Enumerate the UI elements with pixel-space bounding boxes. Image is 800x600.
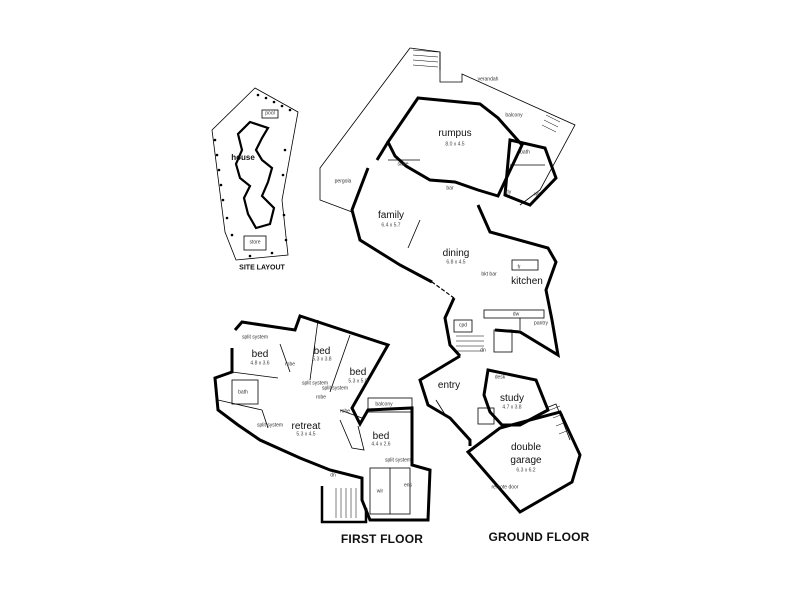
- remote-door-label: remote door: [491, 484, 519, 491]
- site-layout-title: SITE LAYOUT: [239, 264, 285, 272]
- site-store-label: store: [249, 239, 261, 246]
- ground-dn-label: dn: [480, 347, 486, 354]
- wir-label: wir: [376, 488, 384, 495]
- rumpus-dim: 8.0 x 4.5: [445, 141, 465, 148]
- ground-balcony-label: balcony: [505, 112, 523, 119]
- robe-label-3: robe: [339, 408, 351, 415]
- dining-label: dining: [442, 248, 470, 259]
- double-garage-label-2: garage: [510, 455, 542, 466]
- bed-3-dim: 5.3 x 5.0: [348, 378, 368, 385]
- bkt-bar-label: bkt bar: [481, 271, 497, 278]
- fr-label: fr: [517, 264, 521, 271]
- split-system-label-5: split system: [384, 457, 412, 464]
- first-bath-label: bath: [238, 389, 248, 396]
- split-system-label-4: split system: [256, 422, 284, 429]
- first-dn-label: dn: [330, 472, 336, 479]
- ldy-label: ldy: [504, 189, 512, 196]
- first-balcony-label: balcony: [375, 401, 393, 408]
- dining-dim: 6.8 x 4.5: [446, 259, 466, 266]
- kitchen-label: kitchen: [511, 276, 543, 287]
- ground-bath-label: bath: [520, 149, 530, 156]
- retreat-label: retreat: [291, 421, 321, 432]
- robe-label-1: robe: [284, 361, 296, 368]
- study-label: study: [500, 393, 524, 404]
- site-house-label: house: [231, 153, 255, 162]
- site-layout-drawing: [211, 87, 299, 261]
- family-label: family: [377, 210, 405, 221]
- site-pool-label: pool: [265, 110, 275, 117]
- split-system-label-2: split system: [301, 380, 329, 387]
- retreat-dim: 5.3 x 4.5: [296, 431, 316, 438]
- first-floor-title: FIRST FLOOR: [340, 532, 424, 546]
- double-garage-dim: 6.3 x 6.2: [516, 467, 536, 474]
- bed-3-label: bed: [349, 367, 367, 378]
- desk-label: desk: [494, 374, 506, 381]
- double-garage-label-1: double: [510, 442, 542, 453]
- verandah-label: verandah: [477, 76, 499, 83]
- bed-4-label: bed: [372, 431, 390, 442]
- ground-floor-title: GROUND FLOOR: [488, 530, 590, 544]
- first-floor-drawing: [213, 314, 432, 524]
- bed-2-dim: 5.3 x 3.8: [312, 356, 332, 363]
- split-system-label-3: split system: [321, 385, 349, 392]
- robe-label-2: robe: [315, 394, 327, 401]
- ground-floor-drawing: [319, 47, 582, 514]
- bed-1-label: bed: [251, 349, 269, 360]
- ground-store-label: store: [397, 161, 409, 168]
- bed-2-label: bed: [313, 346, 331, 357]
- dw-label: dw: [512, 311, 520, 318]
- pergola-label: pergola: [334, 178, 352, 185]
- family-dim: 6.4 x 5.7: [381, 222, 401, 229]
- split-system-label-1: split system: [241, 334, 269, 341]
- entry-label: entry: [437, 380, 461, 391]
- ens-label: ens: [403, 482, 413, 489]
- pantry-label: pantry: [534, 320, 548, 327]
- bed-4-dim: 4.4 x 2.6: [371, 441, 391, 448]
- study-dim: 4.7 x 3.8: [502, 404, 522, 411]
- bar-label: bar: [446, 185, 454, 192]
- ground-wc-label: wc: [533, 191, 541, 198]
- ground-cpd-label: cpd: [458, 322, 468, 329]
- rumpus-label: rumpus: [438, 128, 472, 139]
- bed-1-dim: 4.8 x 3.6: [250, 360, 270, 367]
